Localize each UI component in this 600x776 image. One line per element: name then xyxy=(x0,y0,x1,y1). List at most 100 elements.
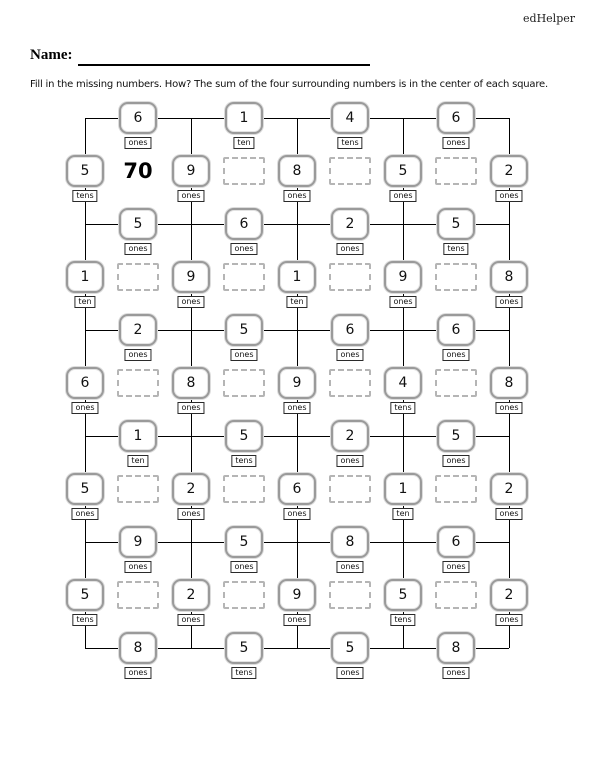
number-value: 1 xyxy=(398,481,408,497)
answer-input-box[interactable] xyxy=(329,475,371,503)
number-box: 5 xyxy=(225,632,263,664)
number-value: 9 xyxy=(133,534,143,550)
answer-input-box[interactable] xyxy=(223,369,265,397)
unit-label: ones xyxy=(124,349,152,361)
unit-label: tens xyxy=(337,137,363,149)
number-box: 6 xyxy=(225,208,263,240)
number-value: 6 xyxy=(451,534,461,550)
number-value: 5 xyxy=(133,216,143,232)
number-value: 5 xyxy=(80,481,90,497)
answer-input-box[interactable] xyxy=(329,581,371,609)
number-value: 1 xyxy=(292,269,302,285)
number-value: 6 xyxy=(451,322,461,338)
unit-label: tens xyxy=(72,614,98,626)
unit-label: ones xyxy=(283,190,311,202)
number-box: 9 xyxy=(278,579,316,611)
number-box: 2 xyxy=(331,420,369,452)
unit-label: ones xyxy=(177,190,205,202)
number-box: 5 xyxy=(331,632,369,664)
answer-input-box[interactable] xyxy=(329,157,371,185)
number-box: 5 xyxy=(225,314,263,346)
number-box: 9 xyxy=(384,261,422,293)
answer-input-box[interactable] xyxy=(117,263,159,291)
number-value: 1 xyxy=(133,428,143,444)
unit-label: ones xyxy=(177,296,205,308)
number-box: 5 xyxy=(119,208,157,240)
unit-label: tens xyxy=(231,667,257,679)
number-value: 6 xyxy=(345,322,355,338)
number-value: 8 xyxy=(345,534,355,550)
number-value: 6 xyxy=(239,216,249,232)
answer-input-box[interactable] xyxy=(117,581,159,609)
number-value: 2 xyxy=(345,428,355,444)
unit-label: ones xyxy=(283,508,311,520)
number-box: 2 xyxy=(172,579,210,611)
number-value: 1 xyxy=(80,269,90,285)
number-value: 5 xyxy=(239,322,249,338)
number-value: 5 xyxy=(345,640,355,656)
answer-input-box[interactable] xyxy=(223,475,265,503)
unit-label: ones xyxy=(495,190,523,202)
number-box: 5 xyxy=(66,155,104,187)
number-value: 2 xyxy=(186,587,196,603)
unit-label: ones xyxy=(336,561,364,573)
unit-label: tens xyxy=(72,190,98,202)
answer-input-box[interactable] xyxy=(435,581,477,609)
number-box: 2 xyxy=(490,155,528,187)
answer-input-box[interactable] xyxy=(223,157,265,185)
number-box: 6 xyxy=(331,314,369,346)
unit-label: ones xyxy=(124,561,152,573)
number-value: 8 xyxy=(451,640,461,656)
number-value: 5 xyxy=(451,216,461,232)
number-value: 5 xyxy=(398,163,408,179)
unit-label: ones xyxy=(442,667,470,679)
unit-label: ones xyxy=(336,349,364,361)
unit-label: tens xyxy=(443,243,469,255)
number-box: 5 xyxy=(437,420,475,452)
instructions-text: Fill in the missing numbers. How? The su… xyxy=(30,79,548,90)
grid-line-horizontal xyxy=(85,648,509,649)
number-box: 8 xyxy=(278,155,316,187)
number-value: 8 xyxy=(504,375,514,391)
unit-label: ones xyxy=(389,190,417,202)
name-fill-line[interactable] xyxy=(78,64,370,66)
answer-input-box[interactable] xyxy=(223,263,265,291)
number-value: 5 xyxy=(239,534,249,550)
number-value: 6 xyxy=(80,375,90,391)
number-box: 1 xyxy=(384,473,422,505)
unit-label: ones xyxy=(124,137,152,149)
number-value: 2 xyxy=(345,216,355,232)
answer-input-box[interactable] xyxy=(117,369,159,397)
number-value: 5 xyxy=(80,587,90,603)
unit-label: ones xyxy=(389,296,417,308)
number-box: 9 xyxy=(172,261,210,293)
number-value: 2 xyxy=(133,322,143,338)
unit-label: ten xyxy=(74,296,96,308)
number-box: 2 xyxy=(119,314,157,346)
number-value: 5 xyxy=(80,163,90,179)
unit-label: ones xyxy=(442,561,470,573)
number-box: 5 xyxy=(66,579,104,611)
answer-input-box[interactable] xyxy=(435,369,477,397)
answer-input-box[interactable] xyxy=(223,581,265,609)
unit-label: ones xyxy=(283,614,311,626)
answer-input-box[interactable] xyxy=(117,475,159,503)
answer-input-box[interactable] xyxy=(435,263,477,291)
answer-input-box[interactable] xyxy=(435,475,477,503)
number-value: 2 xyxy=(504,587,514,603)
unit-label: ones xyxy=(230,561,258,573)
number-box: 6 xyxy=(66,367,104,399)
unit-label: ones xyxy=(177,402,205,414)
number-value: 9 xyxy=(292,587,302,603)
unit-label: ones xyxy=(230,243,258,255)
number-value: 9 xyxy=(186,269,196,285)
answer-input-box[interactable] xyxy=(329,263,371,291)
number-box: 6 xyxy=(119,102,157,134)
unit-label: ones xyxy=(336,455,364,467)
answer-input-box[interactable] xyxy=(329,369,371,397)
unit-label: ones xyxy=(495,402,523,414)
number-value: 9 xyxy=(292,375,302,391)
answer-input-box[interactable] xyxy=(435,157,477,185)
unit-label: tens xyxy=(390,614,416,626)
